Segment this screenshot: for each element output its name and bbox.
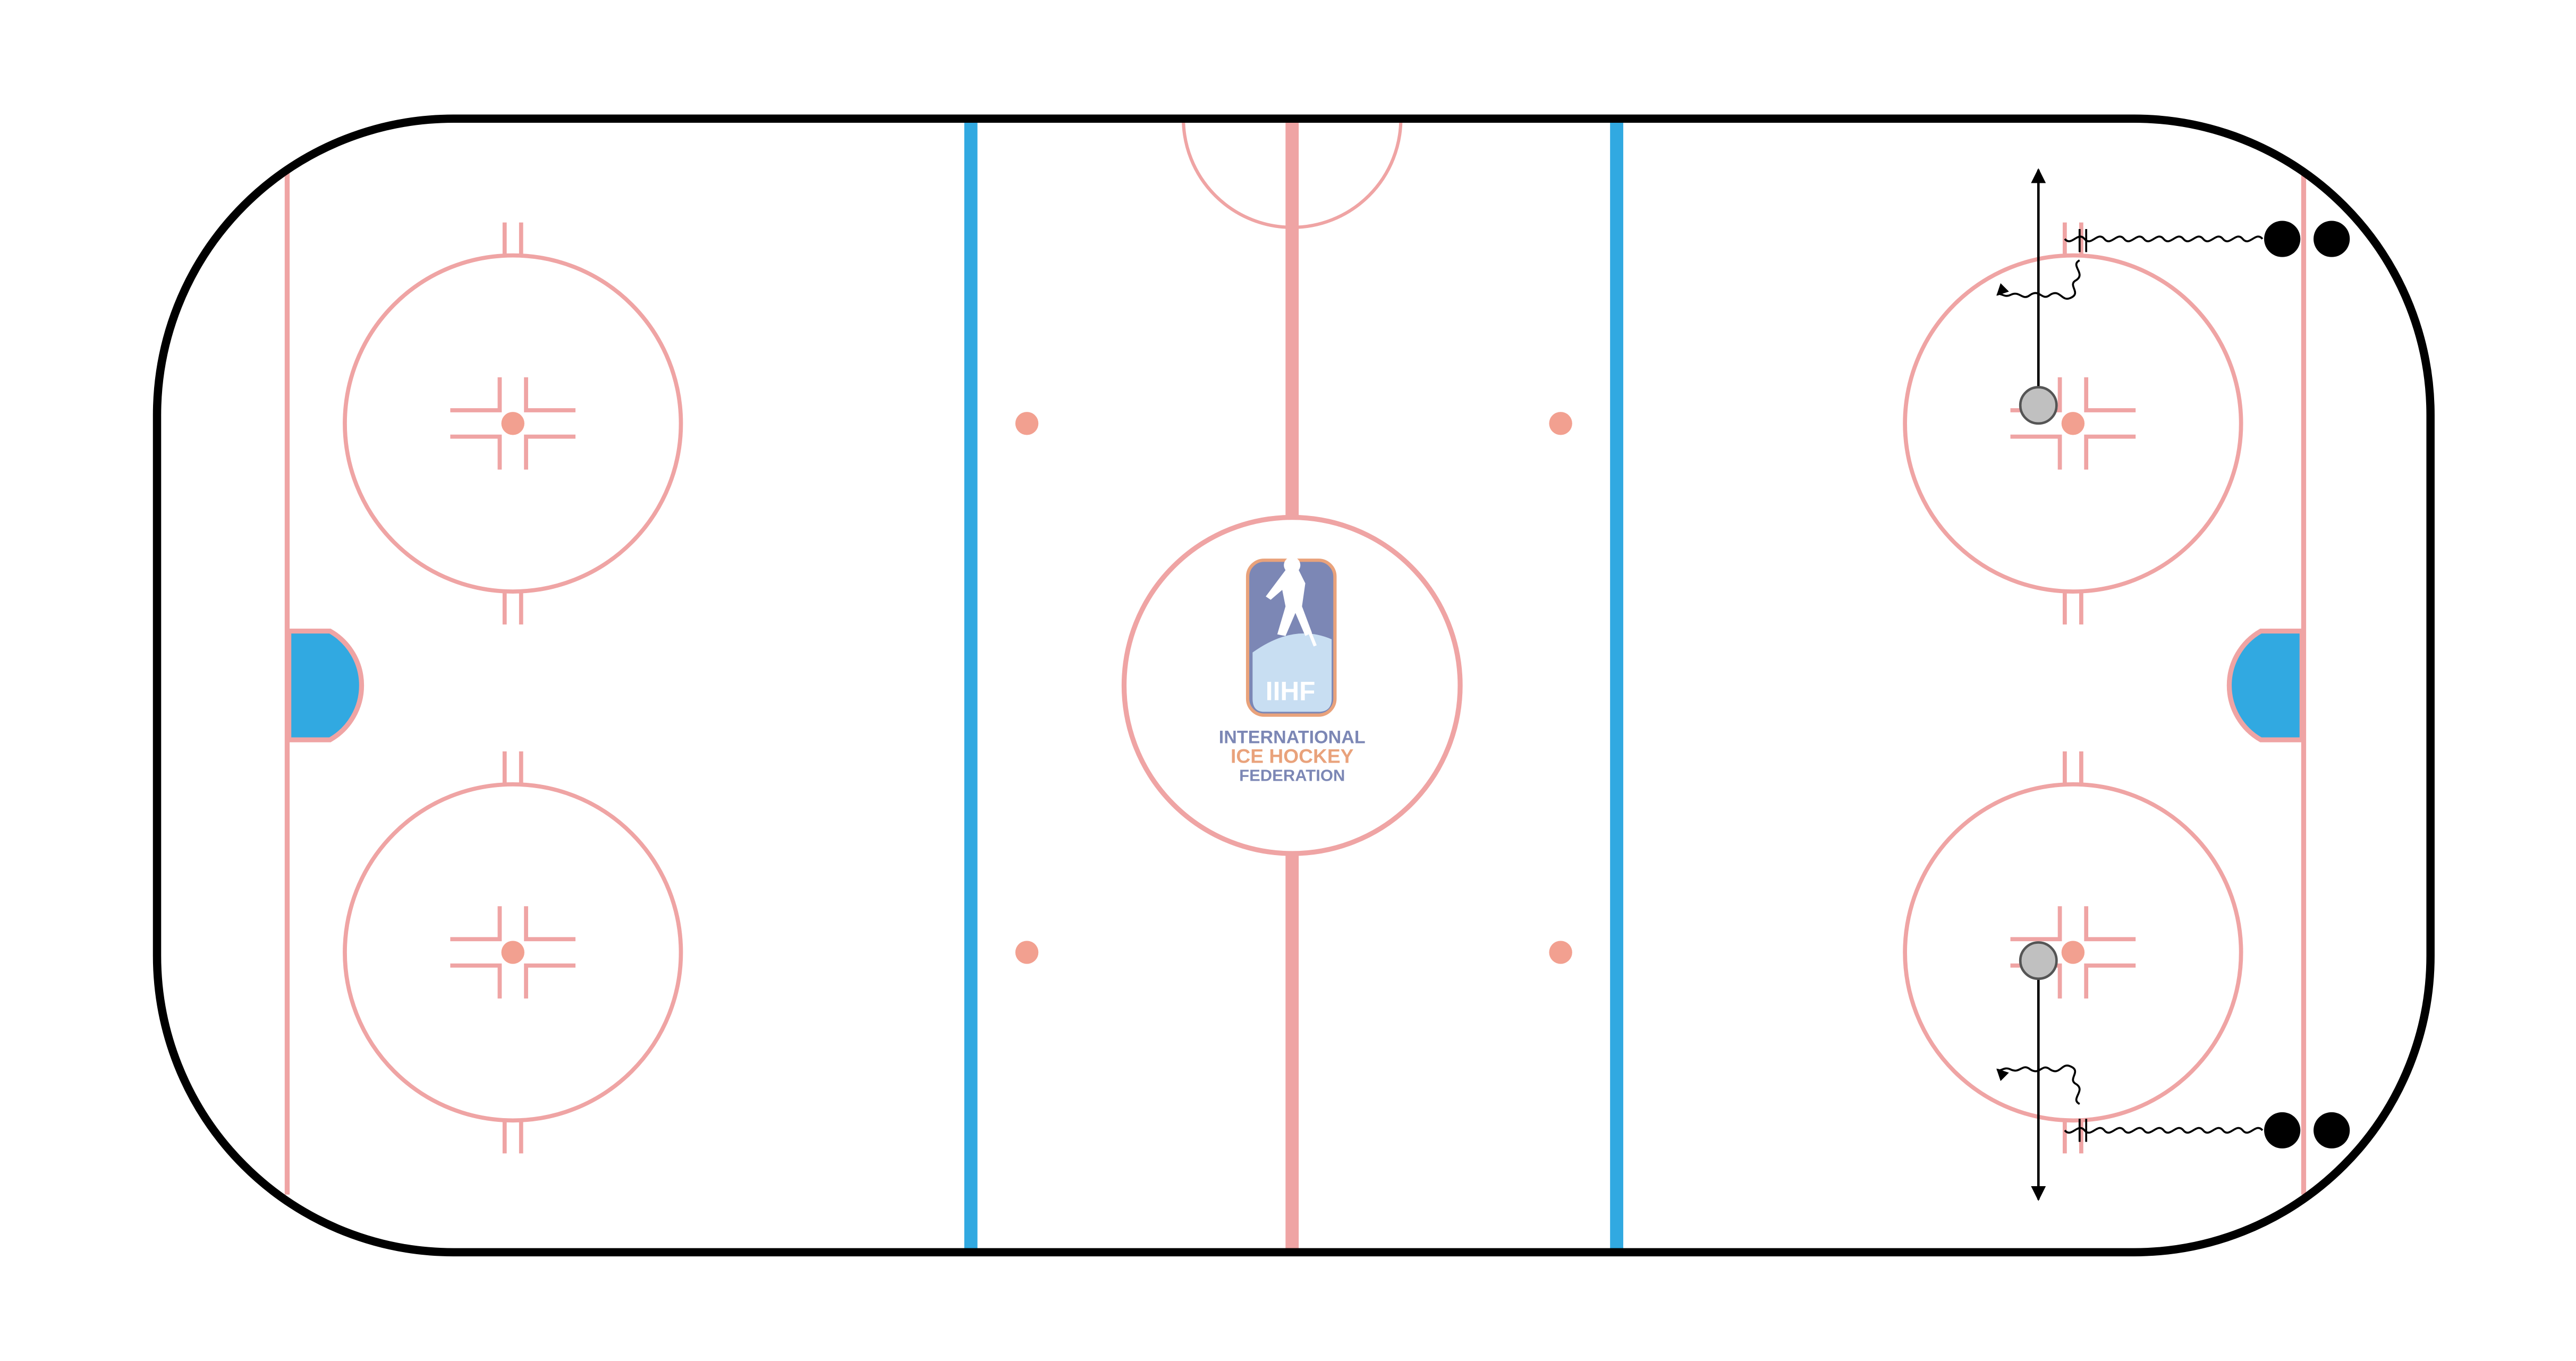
faceoff-l-marking [2010,906,2062,942]
faceoff-l-marking [2084,434,2136,470]
faceoff-l-marking [2084,963,2136,999]
goal-crease-left [286,628,365,742]
faceoff-dot [501,412,524,435]
faceoff-circle [1903,782,2243,1123]
logo-badge-text: IIHF [1266,677,1316,706]
logo-line-2: ICE HOCKEY [1231,745,1354,767]
faceoff-l-marking [524,963,576,999]
faceoff-circle [1903,253,2243,594]
pass-path [1996,259,2081,300]
player-marker [2314,1112,2350,1149]
faceoff-dot [501,941,524,964]
blue-line-right [1610,119,1623,1253]
faceoff-l-marking [450,377,502,412]
faceoff-circle [343,253,683,594]
end-zone-faceoffs [343,222,2243,1154]
skate-with-puck-path [2064,1127,2264,1134]
drill-upper [1996,168,2264,405]
faceoff-l-marking [2084,377,2136,412]
faceoff-l-marking [524,377,576,412]
hockey-player-icon [1266,556,1312,636]
faceoff-l-marking [2010,434,2062,470]
faceoff-circle [343,782,683,1123]
puck-marker [2019,386,2058,425]
goal-crease-right [2226,628,2304,742]
skate-with-puck-path [2064,235,2264,242]
faceoff-dot [2061,412,2085,435]
iihf-logo: IIHF INTERNATIONAL ICE HOCKEY FEDERATION [1219,556,1366,785]
neutral-faceoff-dot [1549,941,1572,964]
faceoff-l-marking [450,906,502,942]
pass-path [1996,1064,2081,1105]
logo-line-3: FEDERATION [1239,766,1345,785]
faceoff-l-marking [450,963,502,999]
rink-boards [152,114,2435,1257]
player-marker [2264,221,2301,257]
faceoff-l-marking [524,434,576,470]
puck-marker [2019,941,2058,980]
blue-line-left [964,119,978,1253]
neutral-faceoff-dot [1549,412,1572,435]
player-marker [2264,1112,2301,1149]
faceoff-l-marking [2084,906,2136,942]
hockey-stick-icon [1300,612,1317,647]
logo-globe [1252,633,1332,712]
neutral-faceoff-dot [1015,412,1039,435]
faceoff-dot [2061,941,2085,964]
faceoff-l-marking [450,434,502,470]
faceoff-l-marking [524,906,576,942]
logo-line-1: INTERNATIONAL [1219,727,1366,747]
player-marker [2314,221,2350,257]
referee-crease [1182,119,1403,229]
neutral-faceoff-dot [1015,941,1039,964]
drill-lower [1996,978,2264,1201]
